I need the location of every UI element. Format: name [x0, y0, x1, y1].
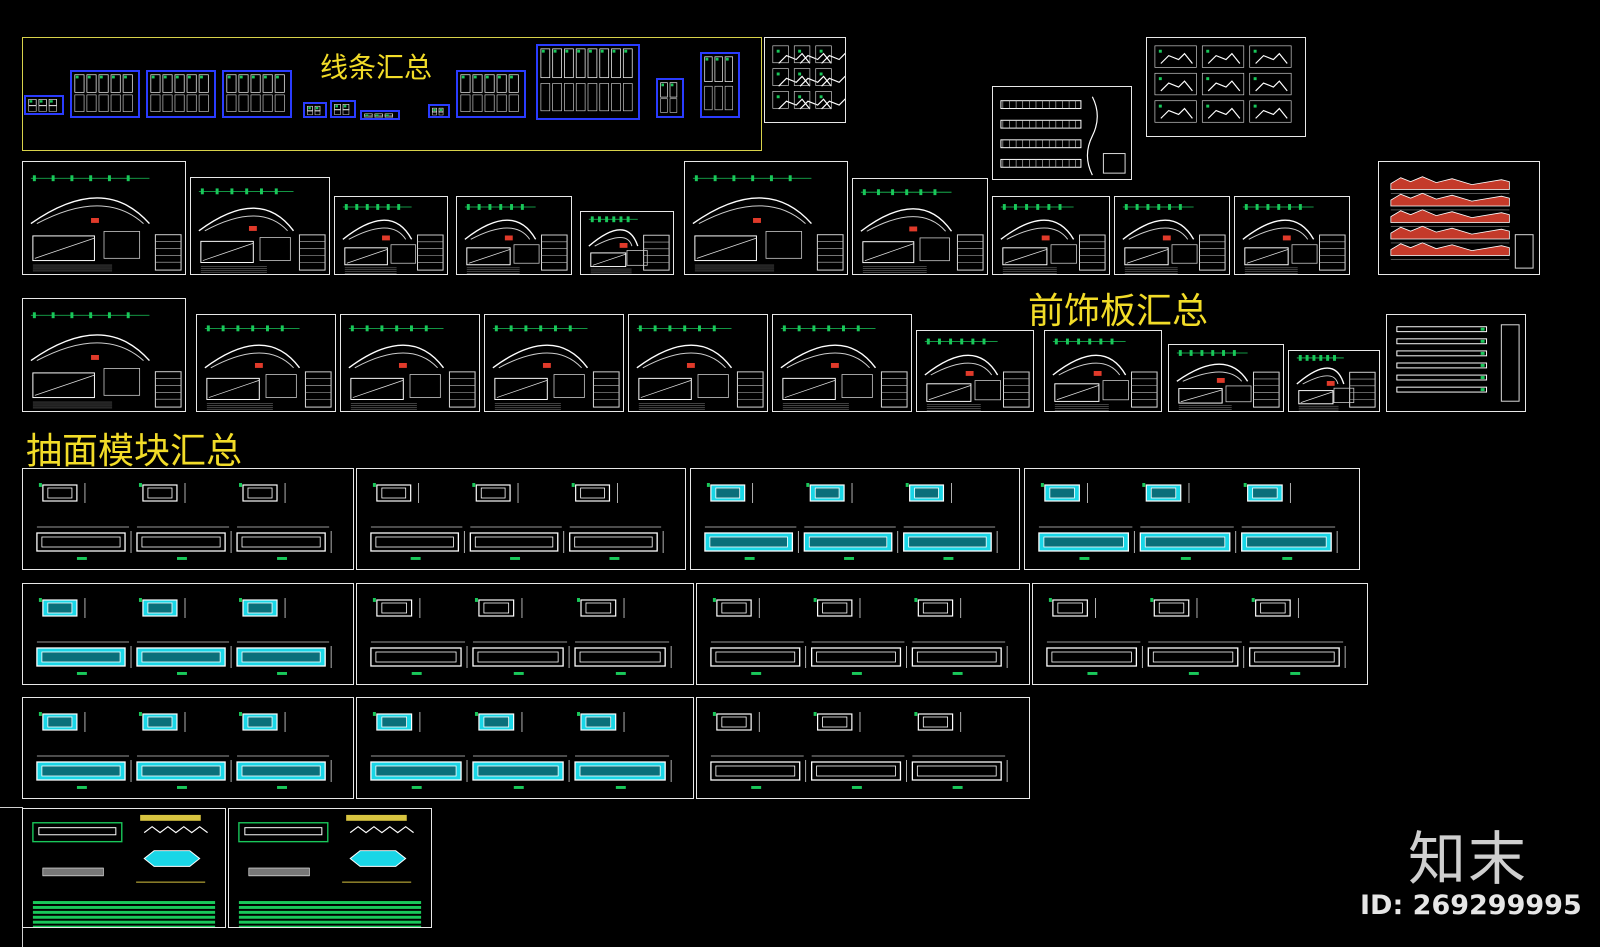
molding-thumbnail[interactable]	[330, 100, 356, 118]
drawer-module-sheet[interactable]	[696, 583, 1030, 685]
moldings-summary-title: 线条汇总	[320, 51, 433, 84]
molding-thumbnail[interactable]	[360, 110, 400, 120]
front-panel-sheet[interactable]	[340, 314, 480, 412]
molding-thumbnail[interactable]	[222, 70, 292, 118]
front-panel-sheet[interactable]	[456, 196, 572, 275]
drawer-module-sheet[interactable]	[356, 697, 694, 799]
molding-index-sheet[interactable]	[764, 37, 846, 123]
drawer-module-sheet[interactable]	[22, 583, 354, 685]
front-panel-sheet[interactable]	[992, 196, 1110, 275]
molding-thumbnail[interactable]	[24, 95, 64, 115]
drawer-detail-sheet[interactable]	[228, 808, 432, 928]
front-rail-sheet[interactable]	[992, 86, 1132, 180]
molding-thumbnail[interactable]	[303, 102, 327, 118]
front-panel-sheet[interactable]	[852, 178, 988, 275]
drawer-module-sheet[interactable]	[696, 697, 1030, 799]
front-panel-sheet[interactable]	[916, 330, 1034, 412]
drawer-module-sheet[interactable]	[22, 697, 354, 799]
front-panel-sheet[interactable]	[190, 177, 330, 275]
front-panel-sheet[interactable]	[334, 196, 448, 275]
drawer-module-sheet[interactable]	[356, 468, 686, 570]
front-panel-sheet[interactable]	[1114, 196, 1230, 275]
molding-thumbnail[interactable]	[656, 78, 684, 118]
watermark-id: ID: 269299995	[1360, 890, 1582, 921]
drawer-module-sheet[interactable]	[690, 468, 1020, 570]
molding-thumbnail[interactable]	[456, 70, 526, 118]
moldings-summary-frame	[22, 37, 762, 151]
profile-section-sheet[interactable]	[1378, 161, 1540, 275]
front-panel-sheet[interactable]	[684, 161, 848, 275]
watermark-logo: 知末	[1408, 825, 1529, 893]
front-panel-sheet[interactable]	[1234, 196, 1350, 275]
profile-grid-sheet[interactable]	[1146, 37, 1306, 137]
drawer-module-sheet[interactable]	[22, 468, 354, 570]
front-panel-sheet[interactable]	[1168, 344, 1284, 412]
front-panel-sheet[interactable]	[772, 314, 912, 412]
drawer-module-sheet[interactable]	[356, 583, 694, 685]
molding-thumbnail[interactable]	[146, 70, 216, 118]
molding-thumbnail[interactable]	[700, 52, 740, 118]
drawer-module-sheet[interactable]	[1032, 583, 1368, 685]
front-panel-sheet[interactable]	[1044, 330, 1162, 412]
front-panel-sheet[interactable]	[628, 314, 768, 412]
front-panel-sheet[interactable]	[484, 314, 624, 412]
molding-thumbnail[interactable]	[70, 70, 140, 118]
front-panel-sheet[interactable]	[196, 314, 336, 412]
molding-thumbnail[interactable]	[428, 104, 450, 118]
front-panels-summary-title: 前饰板汇总	[1028, 291, 1209, 332]
drawer-detail-sheet[interactable]	[22, 808, 226, 928]
crosshair-line	[0, 807, 22, 808]
line-section-sheet[interactable]	[1386, 314, 1526, 412]
front-panel-sheet[interactable]	[22, 161, 186, 275]
front-panel-sheet[interactable]	[22, 298, 186, 412]
front-panel-sheet[interactable]	[1288, 350, 1380, 412]
molding-thumbnail[interactable]	[536, 44, 640, 120]
drawer-module-sheet[interactable]	[1024, 468, 1360, 570]
drawer-modules-summary-title: 抽面模块汇总	[26, 431, 243, 472]
front-panel-sheet[interactable]	[580, 211, 674, 275]
